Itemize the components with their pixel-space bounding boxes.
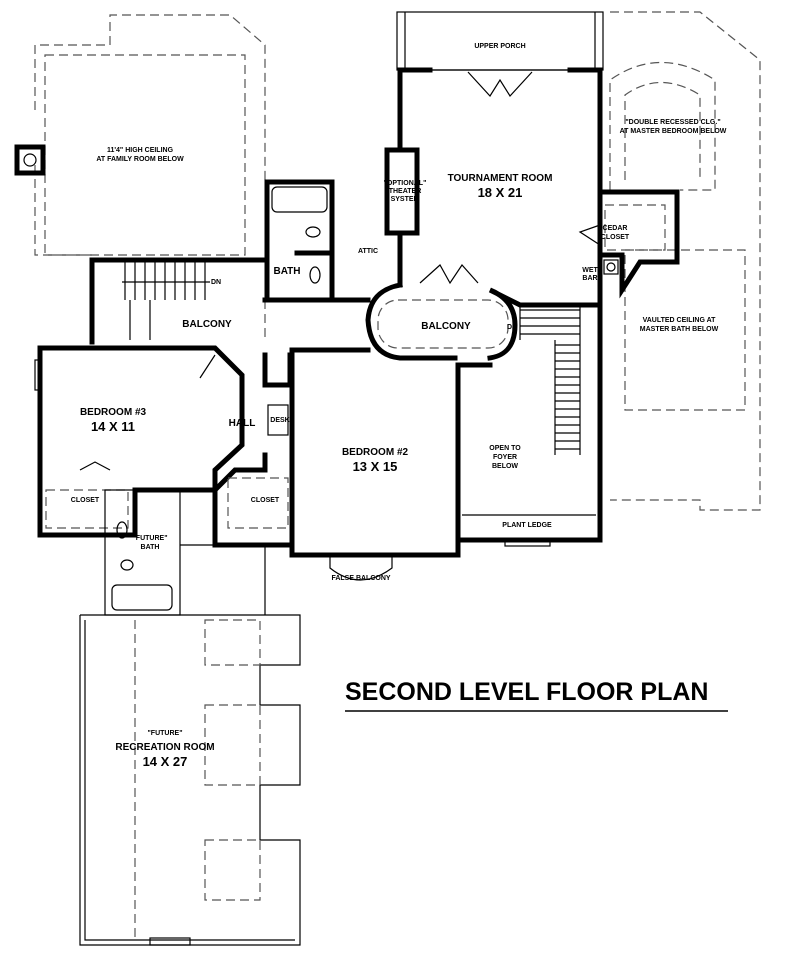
vaulted-label-1: VAULTED CEILING AT: [643, 317, 717, 324]
tournament-room: TOURNAMENT ROOM 18 X 21: [397, 67, 603, 303]
closet-b2-label: CLOSET: [251, 497, 280, 504]
family-ceiling-label-1: 11'4" HIGH CEILING: [107, 147, 174, 154]
recreation-tag: "FUTURE": [147, 730, 182, 737]
dn-left-label: DN: [211, 279, 221, 286]
chimney: [14, 144, 46, 176]
right-stairs: [519, 305, 581, 455]
closet-b3-label: CLOSET: [71, 497, 100, 504]
tournament-room-label: TOURNAMENT ROOM: [448, 173, 553, 184]
theater-label-3: SYSTEM: [391, 196, 420, 203]
vaulted-label-2: MASTER BATH BELOW: [640, 326, 719, 333]
future-bath-label-1: "FUTURE": [132, 535, 167, 542]
bedroom2-size: 13 X 15: [353, 459, 398, 474]
bedroom2-label: BEDROOM #2: [342, 447, 409, 458]
bedroom3-label: BEDROOM #3: [80, 407, 147, 418]
open-foyer-label-2: FOYER: [493, 454, 517, 461]
upper-porch: UPPER PORCH: [396, 11, 604, 71]
false-balcony-label: FALSE BALCONY: [331, 575, 390, 582]
open-to-foyer: OPEN TO FOYER BELOW PLANT LEDGE: [455, 302, 603, 547]
plant-ledge-label: PLANT LEDGE: [502, 522, 552, 529]
bath: BATH ATTIC: [264, 179, 378, 303]
theater-label-1: "OPTIONAL": [384, 180, 427, 187]
cedar-closet-label-2: CLOSET: [601, 234, 630, 241]
attic-label: ATTIC: [358, 248, 378, 255]
upper-porch-label: UPPER PORCH: [474, 43, 525, 50]
double-recessed-label-1: "DOUBLE RECESSED CLG.": [625, 119, 720, 126]
bath-label: BATH: [273, 266, 300, 277]
theater-nook: "OPTIONAL" THEATER SYSTEM: [384, 147, 427, 236]
cedar-closet-label-1: CEDAR: [603, 225, 628, 232]
family-ceiling-label-2: AT FAMILY ROOM BELOW: [96, 156, 184, 163]
balcony-center-label: BALCONY: [421, 321, 471, 332]
balcony-left-label: BALCONY: [182, 319, 232, 330]
hall-label: HALL: [229, 418, 256, 429]
cedar-closet: CEDAR CLOSET WET BAR: [578, 189, 680, 299]
recreation-size: 14 X 27: [143, 754, 188, 769]
left-stairs-balcony: DN BALCONY: [89, 257, 371, 353]
bedroom3-size: 14 X 11: [91, 419, 135, 434]
future-bath-label-2: BATH: [141, 544, 160, 551]
recreation-label: RECREATION ROOM: [115, 742, 214, 753]
future-bath: "FUTURE" BATH: [104, 489, 181, 616]
desk-label: DESK: [270, 417, 289, 424]
tournament-room-size: 18 X 21: [478, 185, 523, 200]
dn-right-label: DN: [507, 324, 517, 331]
double-recessed-label-2: AT MASTER BEDROOM BELOW: [620, 128, 727, 135]
wet-bar-label-2: BAR: [582, 275, 597, 282]
hall-walls: DESK CLOSET: [212, 352, 293, 548]
bedroom-3: CLOSET BEDROOM #3 14 X 11: [34, 345, 245, 538]
center-balcony: BALCONY DN: [365, 282, 603, 361]
wet-bar-label-1: WET: [582, 267, 598, 274]
theater-label-2: THEATER: [389, 188, 422, 195]
open-foyer-label-1: OPEN TO: [489, 445, 521, 452]
bedroom-2: FALSE BALCONY BEDROOM #2 13 X 15: [289, 347, 493, 582]
recreation-room: "FUTURE" RECREATION ROOM 14 X 27: [79, 544, 301, 946]
plan-title: SECOND LEVEL FLOOR PLAN: [345, 678, 708, 706]
open-foyer-label-3: BELOW: [492, 463, 518, 470]
